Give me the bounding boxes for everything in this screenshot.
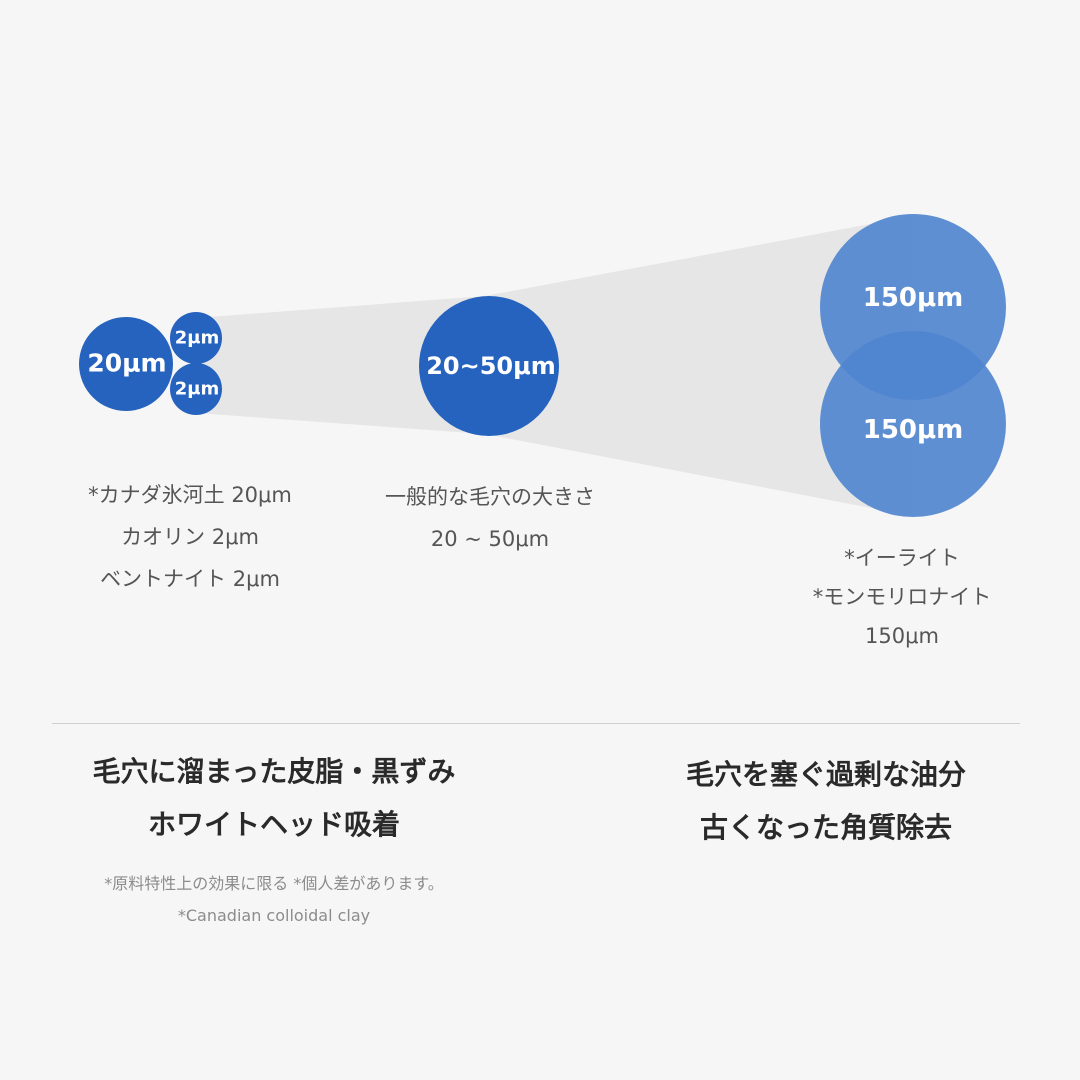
benefit-right-line-2: 古くなった角質除去	[699, 811, 952, 844]
caption-illite: *イーライト	[844, 546, 960, 570]
middle-caption: 一般的な毛穴の大きさ 20 ~ 50μm	[340, 476, 640, 560]
illite-circle-label: 150μm	[863, 283, 964, 313]
kaolin-circle	[170, 312, 222, 364]
benefit-left-line-1: 毛穴に溜まった皮脂・黒ずみ	[92, 755, 456, 788]
caption-kaolin: カオリン 2μm	[121, 525, 259, 549]
caption-canadian-clay: *カナダ氷河土 20μm	[88, 483, 292, 507]
pore-circle-label: 20~50μm	[426, 352, 556, 380]
disclaimer-notes: *原料特性上の効果に限る *個人差があります。 *Canadian colloi…	[14, 868, 534, 932]
bentonite-circle	[170, 363, 222, 415]
pore-size-diagram: 20μm 2μm 2μm 20~50μm 150μm 150μm	[79, 214, 1006, 517]
caption-pore-range: 20 ~ 50μm	[430, 527, 550, 551]
montmorillonite-circle-label: 150μm	[863, 415, 964, 445]
benefit-left-line-2: ホワイトヘッド吸着	[147, 808, 400, 841]
kaolin-circle-label: 2μm	[175, 328, 220, 349]
beam-small	[196, 296, 485, 434]
montmorillonite-circle	[820, 331, 1006, 517]
caption-bentonite: ベントナイト 2μm	[100, 567, 280, 591]
caption-pore-size: 一般的な毛穴の大きさ	[385, 485, 595, 509]
pore-circle	[419, 296, 559, 436]
caption-montmorillonite: *モンモリロナイト	[812, 585, 992, 609]
right-caption: *イーライト *モンモリロナイト 150μm	[752, 539, 1052, 656]
benefit-left: 毛穴に溜まった皮脂・黒ずみ ホワイトヘッド吸着	[14, 745, 534, 851]
benefit-right: 毛穴を塞ぐ過剰な油分 古くなった角質除去	[586, 748, 1066, 854]
bentonite-circle-label: 2μm	[175, 379, 220, 400]
clay-circle	[79, 317, 173, 411]
left-caption: *カナダ氷河土 20μm カオリン 2μm ベントナイト 2μm	[40, 474, 340, 600]
beam-large	[485, 216, 913, 516]
clay-circle-label: 20μm	[87, 349, 166, 378]
disclaimer-line-1: *原料特性上の効果に限る *個人差があります。	[104, 874, 444, 893]
benefit-right-line-1: 毛穴を塞ぐ過剰な油分	[685, 758, 966, 791]
caption-large-size: 150μm	[865, 624, 939, 648]
section-divider	[52, 723, 1020, 724]
disclaimer-line-2: *Canadian colloidal clay	[177, 906, 371, 925]
